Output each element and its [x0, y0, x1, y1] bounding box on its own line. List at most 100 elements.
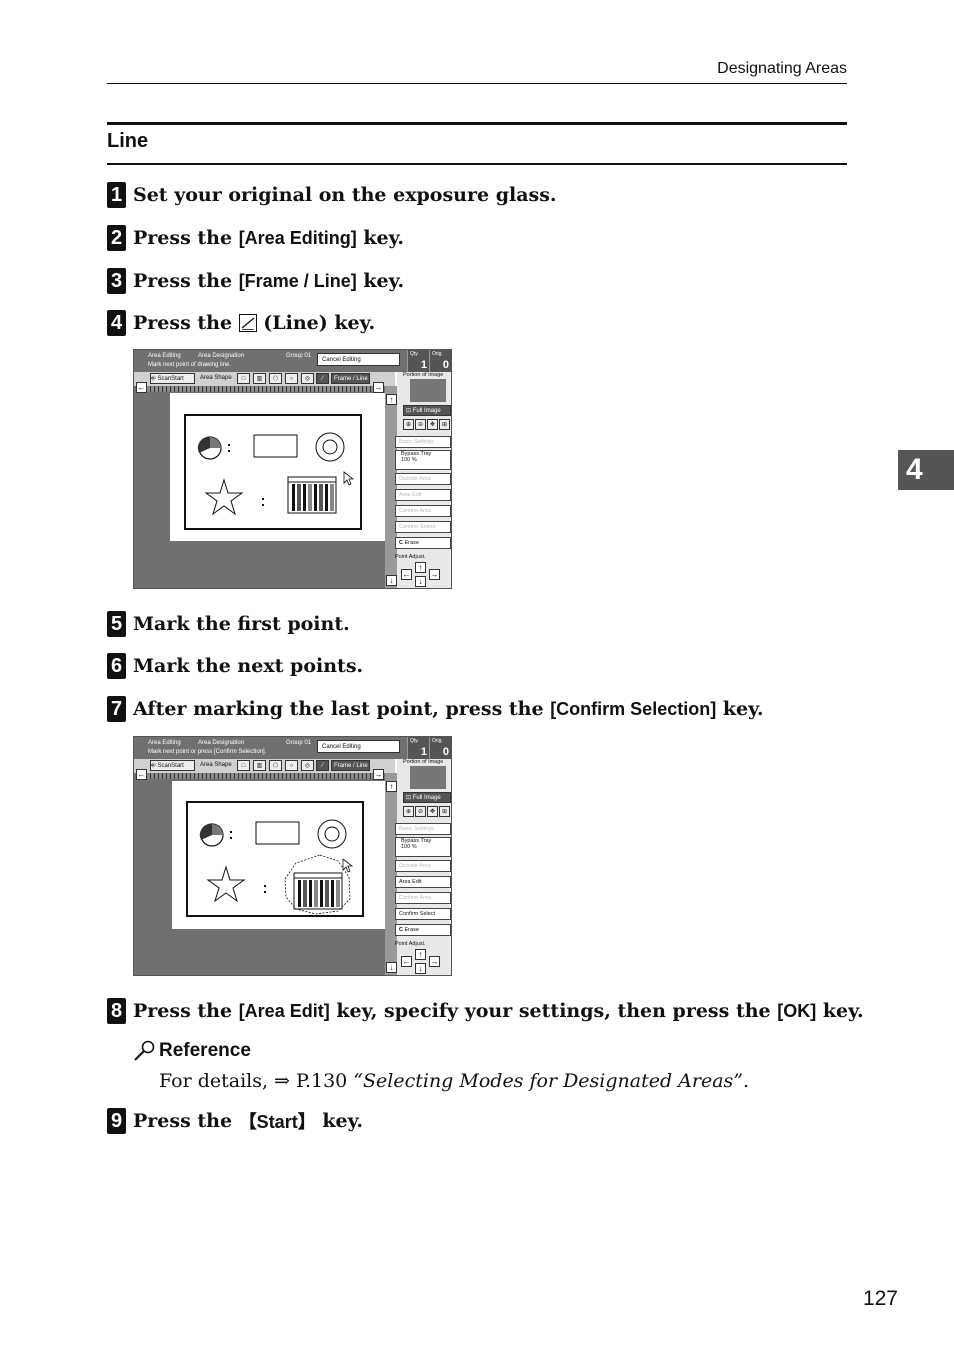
point-right-button[interactable]: →	[429, 569, 440, 580]
pan-button[interactable]: ✥	[427, 419, 438, 430]
polygon-shape-button[interactable]: ⬠	[269, 373, 282, 384]
line-button[interactable]: ⁄	[316, 373, 329, 384]
step-number: 5	[107, 611, 126, 637]
frame-line-button[interactable]: Frame / Line	[331, 760, 370, 771]
cancel-editing-button[interactable]: Cancel Editing	[317, 740, 400, 753]
step-text: key.	[356, 270, 405, 292]
section-bottom-rule	[107, 163, 847, 165]
scroll-up-button[interactable]: ↑	[386, 781, 397, 792]
zoom-out-button[interactable]: ⊖	[415, 419, 426, 430]
point-up-button[interactable]: ↑	[415, 562, 426, 573]
portion-of-image-label: Portion of Image	[403, 759, 444, 765]
scan-icon: ⎆	[151, 763, 156, 769]
erase-button[interactable]: C Erase	[395, 924, 451, 936]
rect-shape-button[interactable]: □	[237, 373, 250, 384]
grid-shape-button[interactable]: ▥	[253, 373, 266, 384]
screen-title: Area Designation	[198, 740, 245, 746]
polygon-shape-button[interactable]: ⬠	[269, 760, 282, 771]
step-text: key.	[315, 1110, 364, 1132]
step-text: Press the	[133, 270, 239, 292]
full-image-button[interactable]: ⊡ Full Image	[403, 792, 451, 803]
confirm-selection-button[interactable]: Confirm Select	[395, 908, 451, 920]
step-number: 7	[107, 696, 126, 722]
area-edit-button[interactable]: Area Edit	[395, 489, 451, 501]
full-image-button[interactable]: ⊡ Full Image	[403, 405, 451, 416]
paper-info: Bypass Tray 100 %	[395, 450, 451, 470]
screen-group: Group 01	[286, 740, 312, 746]
point-left-button[interactable]: ←	[401, 956, 412, 967]
outside-area-button[interactable]: Outside Area	[395, 860, 451, 872]
scan-start-button[interactable]: ⎆ ScanStart	[150, 373, 195, 384]
step-7: 7 After marking the last point, press th…	[107, 696, 764, 722]
portion-thumbnail	[410, 766, 446, 789]
original-frame	[186, 801, 364, 917]
confirm-area-button[interactable]: Confirm Area	[395, 892, 451, 904]
step-3: 3 Press the [Frame / Line] key.	[107, 268, 404, 294]
point-right-button[interactable]: →	[429, 956, 440, 967]
magnifier-icon	[133, 1040, 157, 1062]
scroll-left-button[interactable]: ←	[136, 769, 147, 780]
area-shape-label: Area Shape	[200, 762, 232, 768]
confirm-selection-button[interactable]: Confirm Select	[395, 521, 451, 533]
header-rule	[107, 83, 847, 84]
step-text: key.	[816, 1000, 864, 1022]
scroll-left-button[interactable]: ←	[136, 382, 147, 393]
cancel-editing-button[interactable]: Cancel Editing	[317, 353, 400, 366]
orig-display: Orig. 0	[429, 350, 451, 372]
step-text: Press the	[133, 312, 239, 334]
section-title: Line	[107, 130, 149, 152]
point-down-button[interactable]: ↓	[415, 963, 426, 974]
fit-button[interactable]: ⊞	[439, 419, 450, 430]
scan-start-button[interactable]: ⎆ ScanStart	[150, 760, 195, 771]
freehand-shape-button[interactable]: ◎	[301, 373, 314, 384]
frame-line-button[interactable]: Frame / Line	[331, 373, 370, 384]
step-text: Set your original on the exposure glass.	[133, 184, 557, 206]
step-9: 9 Press the 【Start】 key.	[107, 1108, 363, 1134]
step-number: 9	[107, 1108, 126, 1134]
zoom-out-button[interactable]: ⊖	[415, 806, 426, 817]
area-edit-button[interactable]: Area Edit	[395, 876, 451, 888]
basic-settings-button[interactable]: Basic Settings	[395, 436, 451, 448]
fit-button[interactable]: ⊞	[439, 806, 450, 817]
portion-of-image-label: Portion of Image	[403, 372, 444, 378]
page-number: 127	[862, 1287, 898, 1310]
vertical-scrollbar[interactable]	[385, 773, 397, 975]
key-name: [Area Editing]	[238, 227, 357, 248]
step-number: 2	[107, 225, 126, 251]
freehand-shape-button[interactable]: ◎	[301, 760, 314, 771]
reference-title: Reference	[159, 1040, 251, 1061]
scroll-down-button[interactable]: ↓	[386, 575, 397, 586]
point-down-button[interactable]: ↓	[415, 576, 426, 587]
scroll-right-button[interactable]: →	[373, 382, 384, 393]
confirm-area-button[interactable]: Confirm Area	[395, 505, 451, 517]
zoom-icon: ⊡	[406, 795, 412, 801]
zoom-in-button[interactable]: ⊕	[403, 806, 414, 817]
vertical-scrollbar[interactable]	[385, 386, 397, 588]
scroll-right-button[interactable]: →	[373, 769, 384, 780]
step-5: 5 Mark the first point.	[107, 611, 350, 637]
screen-title-bar: Area Editing Area Designation Group 01 M…	[134, 737, 451, 759]
circle-shape-button[interactable]: ○	[285, 373, 298, 384]
screen-message: Mark next point of drawing line.	[148, 362, 232, 368]
scroll-up-button[interactable]: ↑	[386, 394, 397, 405]
step-number: 6	[107, 653, 126, 679]
line-button[interactable]: ⁄	[316, 760, 329, 771]
erase-button[interactable]: C Erase	[395, 537, 451, 549]
rect-shape-button[interactable]: □	[237, 760, 250, 771]
point-up-button[interactable]: ↑	[415, 949, 426, 960]
point-left-button[interactable]: ←	[401, 569, 412, 580]
zoom-in-button[interactable]: ⊕	[403, 419, 414, 430]
circle-shape-button[interactable]: ○	[285, 760, 298, 771]
step-text: Press the	[133, 227, 239, 249]
basic-settings-button[interactable]: Basic Settings	[395, 823, 451, 835]
pan-button[interactable]: ✥	[427, 806, 438, 817]
chapter-tab: 4	[898, 450, 954, 490]
panel-screenshot-2: Area Editing Area Designation Group 01 M…	[133, 736, 452, 976]
grid-shape-button[interactable]: ▥	[253, 760, 266, 771]
step-1: 1 Set your original on the exposure glas…	[107, 182, 557, 208]
reference-link[interactable]: “Selecting Modes for Designated Areas”	[353, 1070, 744, 1092]
outside-area-button[interactable]: Outside Area	[395, 473, 451, 485]
key-name: [OK]	[777, 1000, 817, 1021]
original-shapes	[199, 819, 354, 915]
scroll-down-button[interactable]: ↓	[386, 962, 397, 973]
